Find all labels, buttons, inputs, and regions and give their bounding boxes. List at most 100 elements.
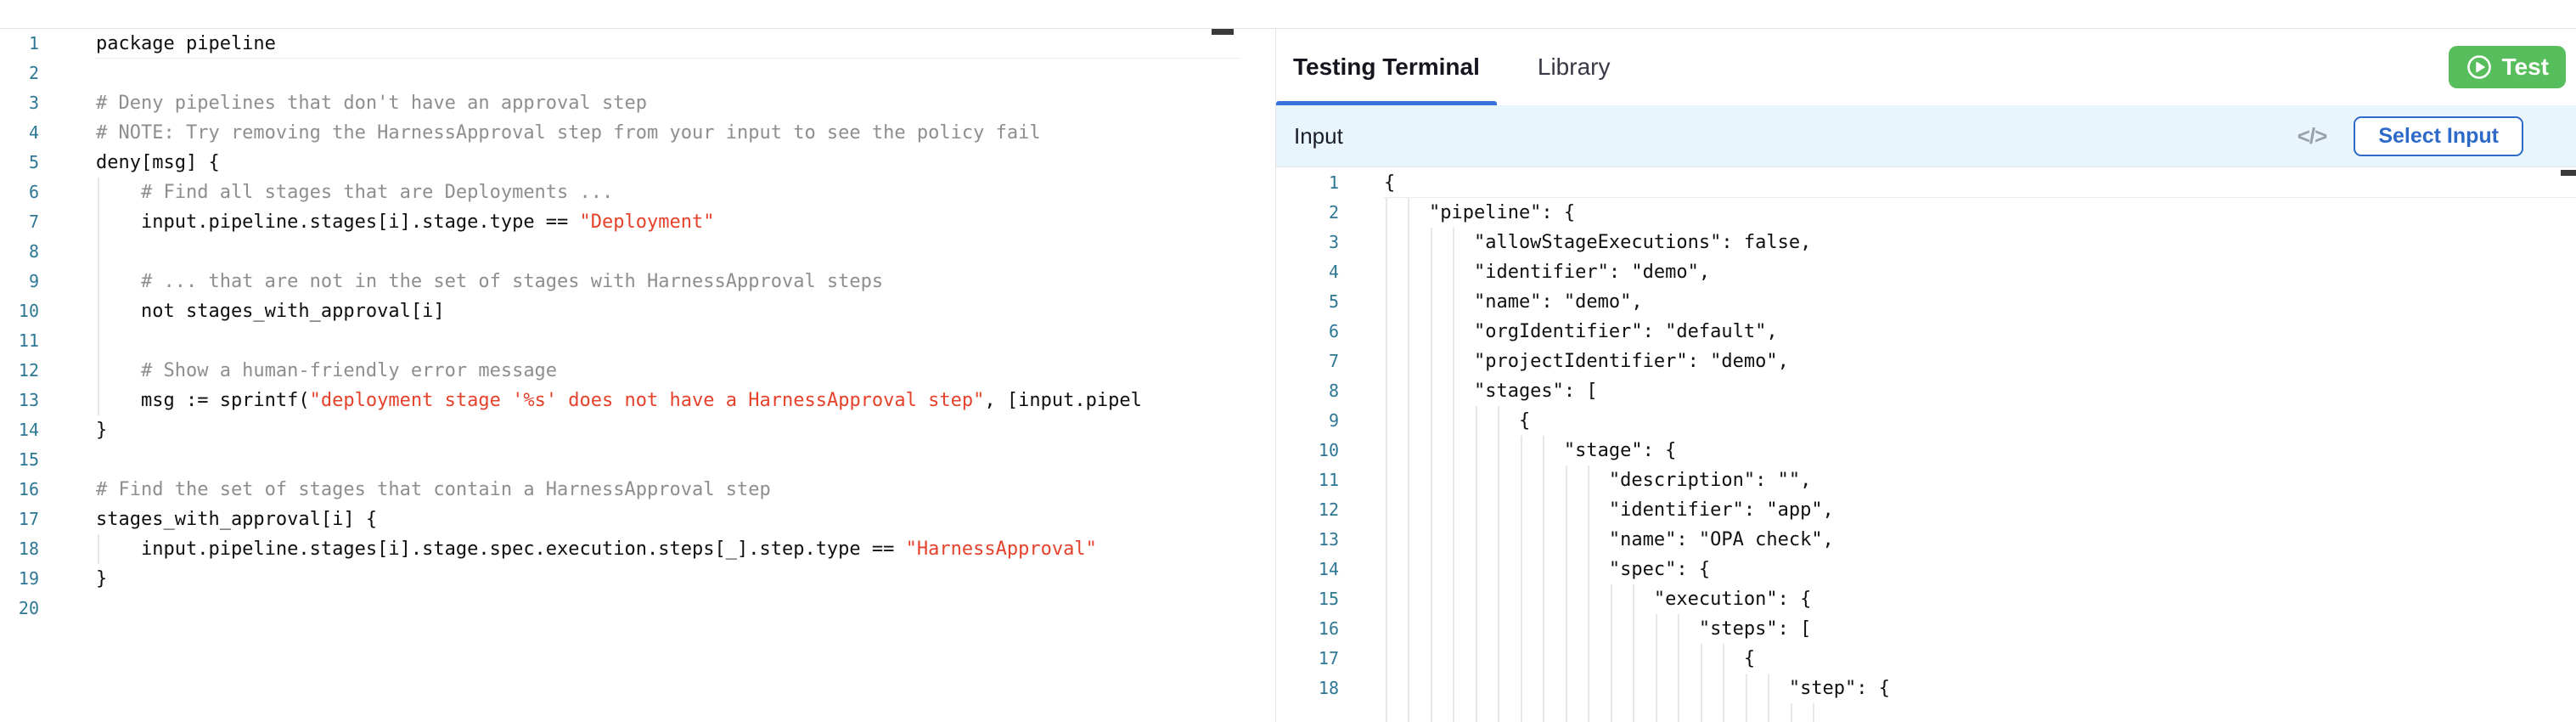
editor-line[interactable]: 17 { (1276, 644, 2576, 674)
editor-line[interactable]: 12 "identifier": "app", (1276, 495, 2576, 525)
editor-line[interactable]: 13 msg := sprintf("deployment stage '%s'… (0, 386, 1240, 415)
line-content[interactable] (96, 594, 1240, 623)
code-text: msg := sprintf( (96, 390, 310, 411)
editor-line[interactable]: 3 "allowStageExecutions": false, (1276, 228, 2576, 257)
line-content[interactable]: { (1384, 406, 2576, 436)
line-content[interactable]: # NOTE: Try removing the HarnessApproval… (96, 118, 1240, 148)
editor-line[interactable]: 13 "name": "OPA check", (1276, 525, 2576, 555)
line-content[interactable]: deny[msg] { (96, 148, 1240, 178)
editor-line[interactable]: 14} (0, 415, 1240, 445)
line-content[interactable]: } (96, 415, 1240, 445)
editor-line[interactable]: 10 "stage": { (1276, 436, 2576, 465)
tab-library[interactable]: Library (1521, 28, 1628, 105)
editor-line[interactable]: 12 # Show a human-friendly error message (0, 356, 1240, 386)
line-content[interactable]: "identifier": "demo", (1384, 257, 2576, 287)
editor-line[interactable]: 3# Deny pipelines that don't have an app… (0, 88, 1240, 118)
editor-line[interactable]: 4# NOTE: Try removing the HarnessApprova… (0, 118, 1240, 148)
line-content[interactable]: "description": "", (1384, 465, 2576, 495)
line-content[interactable]: "execution": { (1384, 584, 2576, 614)
editor-line[interactable]: 19} (0, 564, 1240, 594)
editor-line[interactable]: 18 "step": { (1276, 674, 2576, 703)
editor-line[interactable]: 15 (0, 445, 1240, 475)
line-content[interactable] (96, 326, 1240, 356)
line-content[interactable]: "name": "demo", (1384, 287, 2576, 317)
editor-line[interactable]: 1{ (1276, 168, 2576, 198)
input-json-editor[interactable]: 1{2 "pipeline": {3 "allowStageExecutions… (1276, 168, 2576, 722)
editor-line[interactable]: 10 not stages_with_approval[i] (0, 296, 1240, 326)
editor-line[interactable]: 7 "projectIdentifier": "demo", (1276, 347, 2576, 376)
editor-line[interactable]: 2 (0, 59, 1240, 88)
editor-line[interactable]: 5 "name": "demo", (1276, 287, 2576, 317)
line-content[interactable]: # ... that are not in the set of stages … (96, 267, 1240, 296)
indent-guide (1543, 465, 1545, 495)
indent-guide (1633, 584, 1635, 614)
editor-line[interactable]: 18 input.pipeline.stages[i].stage.spec.e… (0, 534, 1240, 564)
indent-guide (1565, 555, 1567, 584)
line-content[interactable]: "stages": [ (1384, 376, 2576, 406)
editor-line[interactable]: 4 "identifier": "demo", (1276, 257, 2576, 287)
line-content[interactable]: msg := sprintf("deployment stage '%s' do… (96, 386, 1240, 415)
test-button[interactable]: Test (2448, 45, 2566, 88)
line-content[interactable]: # Show a human-friendly error message (96, 356, 1240, 386)
editor-line[interactable]: 6 # Find all stages that are Deployments… (0, 178, 1240, 207)
line-content[interactable]: stages_with_approval[i] { (96, 505, 1240, 534)
editor-line[interactable]: 2 "pipeline": { (1276, 198, 2576, 228)
line-content[interactable] (96, 445, 1240, 475)
line-content[interactable]: "projectIdentifier": "demo", (1384, 347, 2576, 376)
editor-line[interactable]: 14 "spec": { (1276, 555, 2576, 584)
line-content[interactable]: "step": { (1384, 674, 2576, 703)
line-content[interactable]: } (96, 564, 1240, 594)
indent-guide (1453, 495, 1455, 525)
line-content[interactable]: { (1384, 644, 2576, 674)
editor-line[interactable]: 9 { (1276, 406, 2576, 436)
indent-guide (1588, 495, 1590, 525)
editor-line[interactable]: 7 input.pipeline.stages[i].stage.type ==… (0, 207, 1240, 237)
editor-line[interactable]: 20 (0, 594, 1240, 623)
indent-guide (1408, 376, 1410, 406)
editor-line[interactable] (1276, 703, 2576, 722)
line-number: 10 (1318, 440, 1339, 460)
line-content[interactable]: # Find all stages that are Deployments .… (96, 178, 1240, 207)
line-content[interactable] (96, 237, 1240, 267)
editor-line[interactable]: 8 "stages": [ (1276, 376, 2576, 406)
indent-guide (1498, 703, 1500, 722)
line-content[interactable]: "identifier": "app", (1384, 495, 2576, 525)
indent-guide (1386, 198, 1387, 228)
line-content[interactable]: "spec": { (1384, 555, 2576, 584)
line-content[interactable]: "name": "OPA check", (1384, 525, 2576, 555)
editor-line[interactable]: 11 (0, 326, 1240, 356)
line-content[interactable]: "stage": { (1384, 436, 2576, 465)
editor-line[interactable]: 6 "orgIdentifier": "default", (1276, 317, 2576, 347)
editor-line[interactable]: 9 # ... that are not in the set of stage… (0, 267, 1240, 296)
indent-guide (1386, 436, 1387, 465)
line-content[interactable]: # Deny pipelines that don't have an appr… (96, 88, 1240, 118)
indent-guide (1386, 674, 1387, 703)
code-text: input.pipeline.stages[i].stage.spec.exec… (96, 539, 906, 560)
line-content[interactable]: input.pipeline.stages[i].stage.type == "… (96, 207, 1240, 237)
line-content[interactable]: "steps": [ (1384, 614, 2576, 644)
line-content[interactable]: not stages_with_approval[i] (96, 296, 1240, 326)
editor-line[interactable]: 8 (0, 237, 1240, 267)
line-content[interactable]: "orgIdentifier": "default", (1384, 317, 2576, 347)
select-input-button[interactable]: Select Input (2354, 116, 2523, 156)
editor-line[interactable]: 16 "steps": [ (1276, 614, 2576, 644)
code-icon[interactable]: </> (2297, 122, 2328, 149)
editor-line[interactable]: 11 "description": "", (1276, 465, 2576, 495)
line-content[interactable]: "allowStageExecutions": false, (1384, 228, 2576, 257)
line-content[interactable]: input.pipeline.stages[i].stage.spec.exec… (96, 534, 1240, 564)
line-content[interactable] (96, 59, 1240, 88)
line-content[interactable]: { (1384, 168, 2576, 198)
tab-testing-terminal[interactable]: Testing Terminal (1276, 28, 1497, 105)
line-content[interactable]: "pipeline": { (1384, 198, 2576, 228)
editor-line[interactable]: 15 "execution": { (1276, 584, 2576, 614)
line-content[interactable] (1384, 703, 2576, 722)
indent-guide (1520, 614, 1522, 644)
editor-line[interactable]: 16# Find the set of stages that contain … (0, 475, 1240, 505)
line-content[interactable]: # Find the set of stages that contain a … (96, 475, 1240, 505)
indent-guide (1430, 406, 1432, 436)
line-content[interactable]: package pipeline (96, 29, 1240, 59)
